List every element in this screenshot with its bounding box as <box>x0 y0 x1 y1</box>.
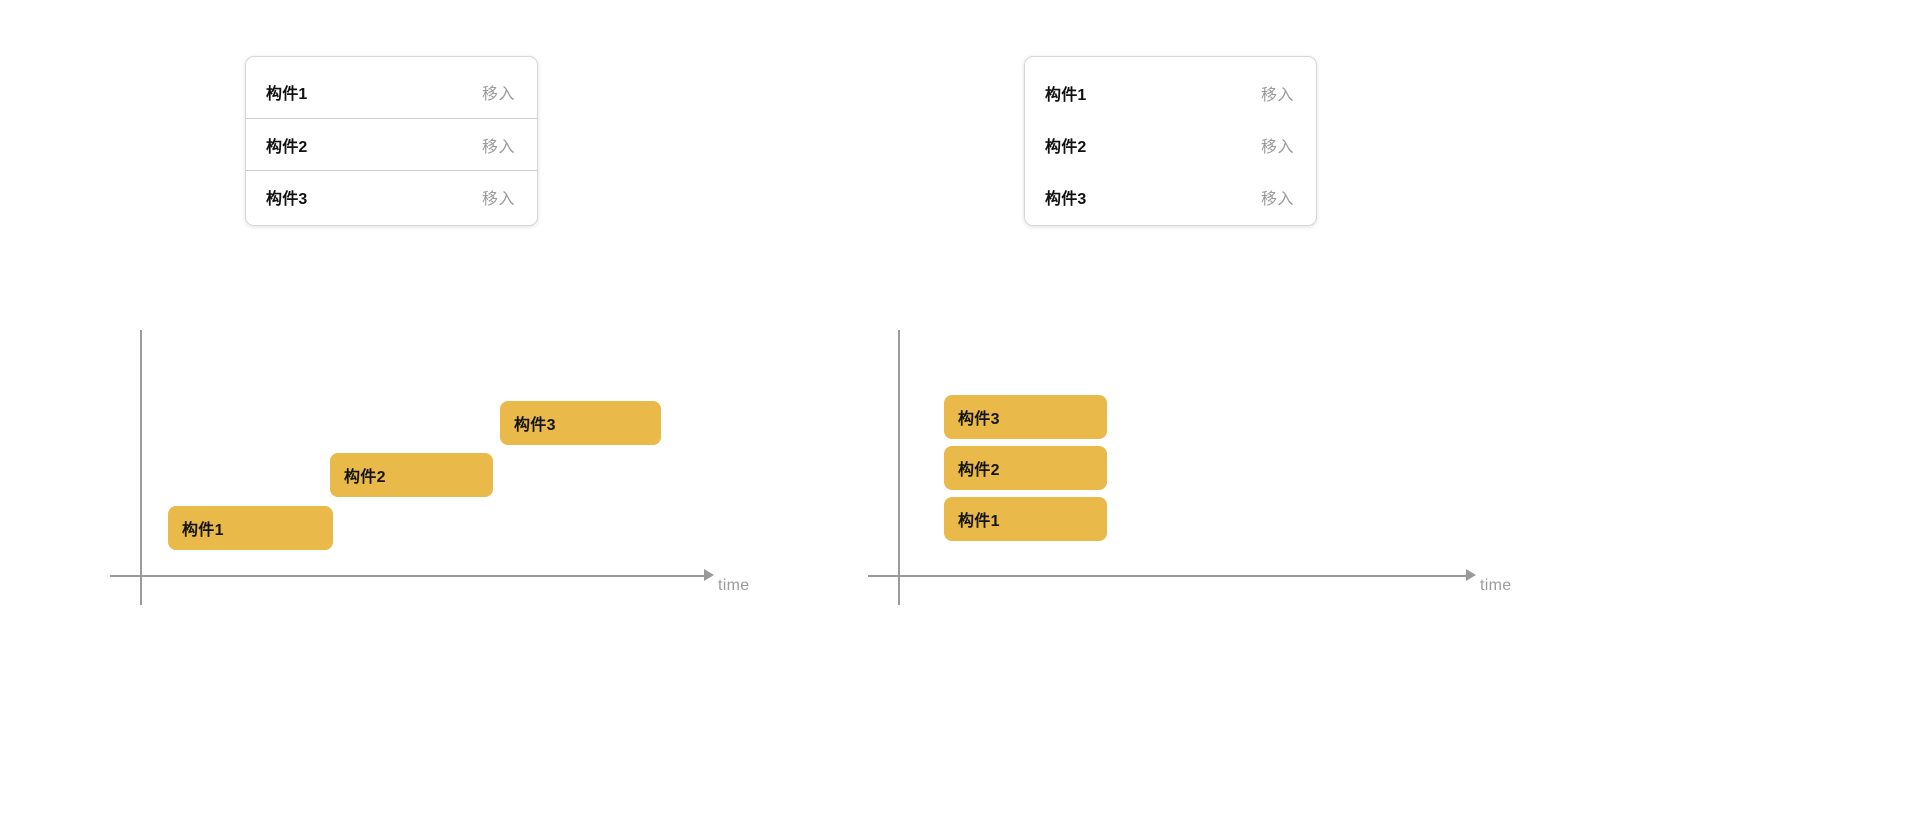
component-list-panel-left: 构件1 移入 构件2 移入 构件3 移入 <box>245 56 538 226</box>
list-item[interactable]: 构件1 移入 <box>246 66 537 118</box>
chart-bar[interactable]: 构件2 <box>330 453 493 497</box>
chart-bar[interactable]: 构件2 <box>944 446 1107 490</box>
chart-bar[interactable]: 构件1 <box>168 506 333 550</box>
chart-bar[interactable]: 构件3 <box>944 395 1107 439</box>
chart-bar-label: 构件1 <box>182 522 224 539</box>
component-name: 构件3 <box>266 190 308 208</box>
x-axis-arrow-icon <box>1466 569 1476 581</box>
move-in-action[interactable]: 移入 <box>481 86 515 103</box>
list-item[interactable]: 构件2 移入 <box>246 118 537 170</box>
aligned-stacked-chart: time 构件3 构件2 构件1 <box>868 330 1608 610</box>
move-in-action[interactable]: 移入 <box>481 190 515 208</box>
staggered-timeline-chart: time 构件1 构件2 构件3 <box>110 330 850 610</box>
chart-bar-label: 构件2 <box>344 469 386 486</box>
move-in-action[interactable]: 移入 <box>481 138 515 156</box>
component-name: 构件1 <box>266 86 308 103</box>
component-list-panel-right: 构件1 移入 构件2 移入 构件3 移入 <box>1024 56 1317 226</box>
component-name: 构件1 <box>1045 87 1087 104</box>
chart-bar[interactable]: 构件3 <box>500 401 661 445</box>
move-in-action[interactable]: 移入 <box>1260 87 1294 104</box>
chart-bar-label: 构件2 <box>958 462 1000 479</box>
x-axis-line <box>868 575 1468 577</box>
component-name: 构件2 <box>266 138 308 156</box>
move-in-action[interactable]: 移入 <box>1260 139 1294 156</box>
list-item[interactable]: 构件1 移入 <box>1025 67 1316 119</box>
x-axis-line <box>110 575 706 577</box>
y-axis-line <box>898 330 900 605</box>
chart-bar-label: 构件3 <box>958 411 1000 428</box>
move-in-action[interactable]: 移入 <box>1260 191 1294 208</box>
list-item[interactable]: 构件2 移入 <box>1025 119 1316 171</box>
y-axis-line <box>140 330 142 605</box>
component-name: 构件3 <box>1045 191 1087 208</box>
chart-bar[interactable]: 构件1 <box>944 497 1107 541</box>
list-item[interactable]: 构件3 移入 <box>246 170 537 222</box>
chart-bar-label: 构件1 <box>958 513 1000 530</box>
x-axis-label: time <box>1480 577 1512 594</box>
list-item[interactable]: 构件3 移入 <box>1025 171 1316 223</box>
x-axis-arrow-icon <box>704 569 714 581</box>
x-axis-label: time <box>718 577 750 594</box>
chart-bar-label: 构件3 <box>514 417 556 434</box>
component-name: 构件2 <box>1045 139 1087 156</box>
